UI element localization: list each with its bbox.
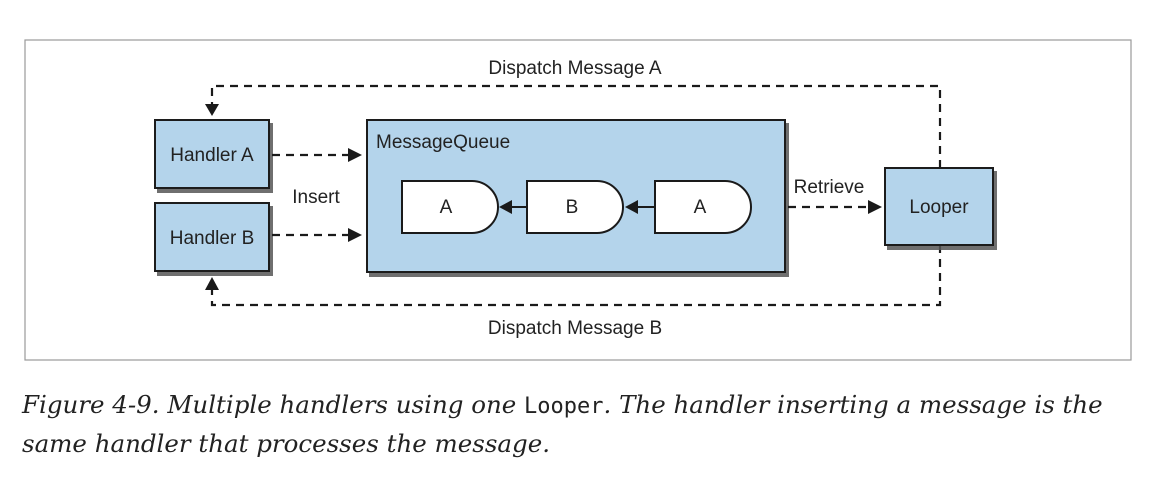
message-link-1-head [499, 200, 512, 214]
retrieve-arrow-head [868, 200, 882, 214]
message-shape-1: A [401, 180, 499, 234]
looper-label: Looper [909, 197, 969, 218]
caption-code: Looper [524, 394, 604, 419]
message-label-2: B [566, 197, 579, 218]
message-label-3: A [694, 197, 707, 218]
dispatch-b-label: Dispatch Message B [488, 318, 662, 339]
insert-arrow-b-head [348, 228, 362, 242]
message-shape-3: A [654, 180, 752, 234]
looper-box: Looper [884, 167, 994, 246]
handler-a-label: Handler A [170, 145, 254, 166]
caption-suffix: . The handler inserting a message is the… [22, 390, 1103, 458]
insert-label: Insert [292, 187, 340, 208]
dispatch-b-path [210, 245, 942, 307]
message-link-2-head [625, 200, 638, 214]
handler-b-label: Handler B [170, 228, 255, 249]
message-queue-label: MessageQueue [376, 132, 510, 153]
retrieve-label: Retrieve [794, 177, 865, 198]
handler-b-box: Handler B [154, 202, 270, 272]
handler-a-box: Handler A [154, 119, 270, 189]
message-label-1: A [440, 197, 453, 218]
message-shape-2: B [526, 180, 624, 234]
figure-caption: Figure 4-9. Multiple handlers using one … [22, 386, 1142, 462]
dispatch-a-arrowhead [205, 104, 219, 116]
insert-arrow-a-head [348, 148, 362, 162]
dispatch-b-arrowhead [205, 277, 219, 290]
caption-prefix: Figure 4-9. Multiple handlers using one [22, 390, 525, 419]
diagram: Dispatch Message A Dispatch Message B Ha… [24, 39, 1132, 361]
dispatch-a-label: Dispatch Message A [488, 58, 662, 79]
